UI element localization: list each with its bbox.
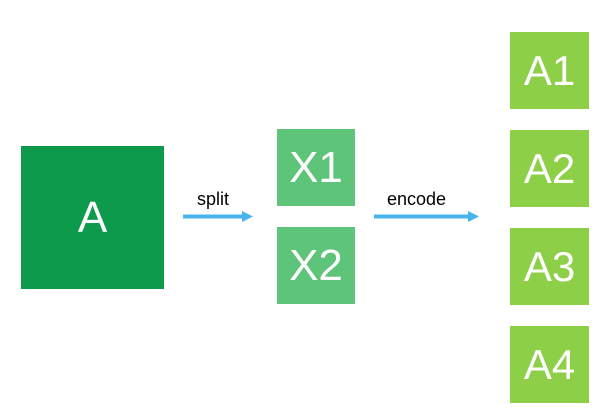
intermediate-block-label: X1	[289, 142, 343, 192]
output-block-a4: A4	[510, 326, 589, 403]
split-arrow	[183, 211, 253, 222]
output-block-label: A1	[523, 46, 576, 94]
output-block-label: A2	[523, 144, 576, 192]
source-block-a: A	[21, 146, 164, 289]
output-block-a3: A3	[510, 228, 589, 305]
output-block-a1: A1	[510, 32, 589, 109]
intermediate-block-x1: X1	[277, 129, 355, 206]
encode-arrow	[374, 211, 479, 222]
source-block-label: A	[77, 192, 108, 242]
output-block-label: A4	[523, 340, 576, 388]
intermediate-block-x2: X2	[277, 227, 355, 304]
output-block-label: A3	[523, 242, 576, 290]
encode-label: encode	[387, 189, 447, 209]
intermediate-block-label: X2	[289, 240, 343, 290]
split-label: split	[197, 189, 230, 209]
output-block-a2: A2	[510, 130, 589, 207]
